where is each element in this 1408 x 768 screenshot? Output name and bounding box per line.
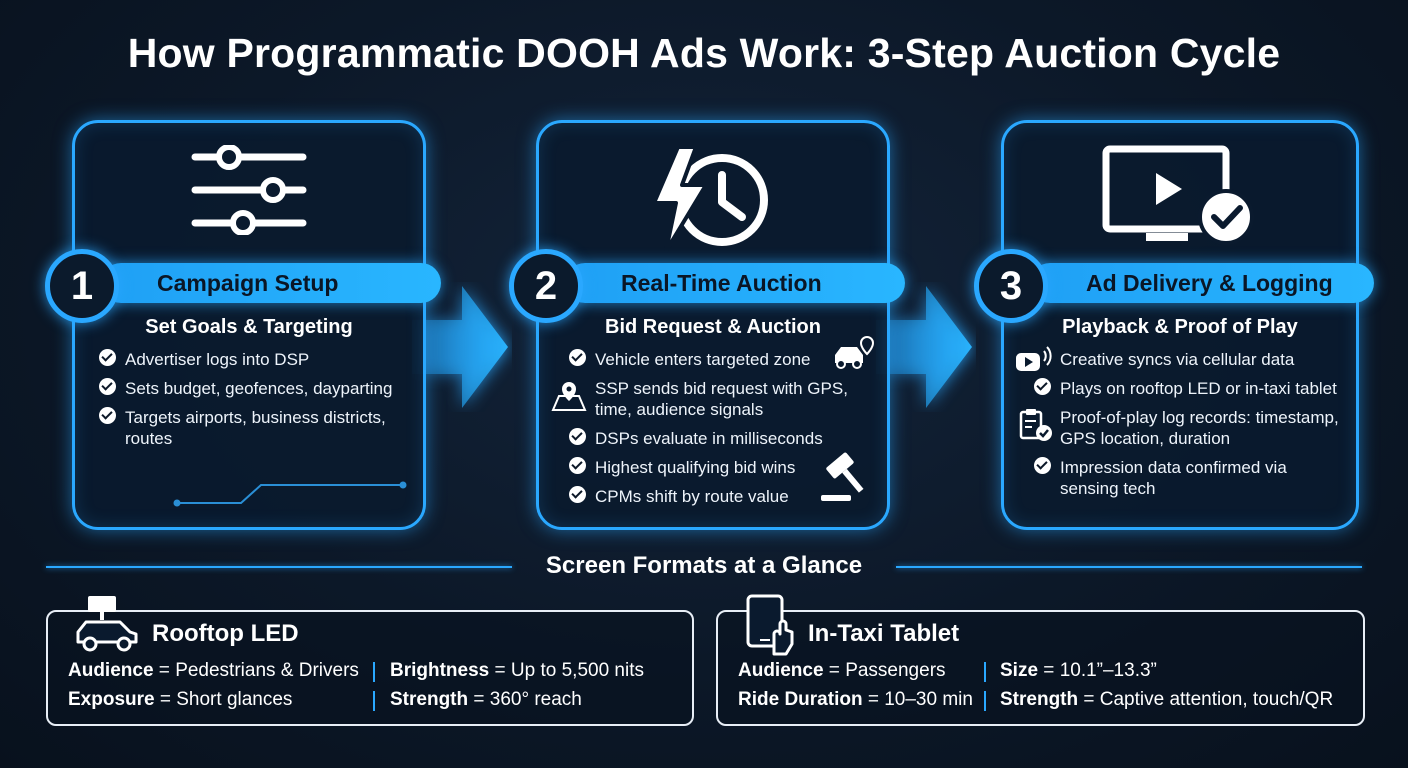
format-spec: Size = 10.1”–13.3” bbox=[1000, 660, 1157, 681]
list-item: Sets budget, geofences, dayparting bbox=[75, 378, 423, 399]
step-number-badge: 1 bbox=[45, 249, 119, 323]
step-name: Ad Delivery & Logging bbox=[1086, 270, 1333, 296]
format-card-rooftop-led: Rooftop LED Audience = Pedestrians & Dri… bbox=[46, 596, 694, 726]
check-icon bbox=[99, 407, 116, 424]
step-number-badge: 3 bbox=[974, 249, 1048, 323]
spec-separator bbox=[984, 662, 986, 682]
list-item: Impression data confirmed via sensing te… bbox=[1004, 457, 1356, 499]
lightning-clock-icon bbox=[652, 145, 768, 253]
page-title: How Programmatic DOOH Ads Work: 3-Step A… bbox=[127, 30, 1281, 76]
step-card-real-time-auction: Real-Time Auction 2 Bid Request & Auctio… bbox=[509, 120, 905, 530]
step-subtitle: Playback & Proof of Play bbox=[1062, 316, 1298, 338]
spec-separator bbox=[984, 691, 986, 711]
format-spec: Audience = Passengers bbox=[738, 660, 946, 681]
spec-separator bbox=[373, 662, 375, 682]
tablet-hand-icon bbox=[746, 594, 794, 656]
list-item: Creative syncs via cellular data bbox=[1004, 346, 1356, 371]
format-spec: Exposure = Short glances bbox=[68, 689, 293, 710]
step-banner: Ad Delivery & Logging bbox=[1030, 263, 1374, 303]
list-item: Advertiser logs into DSP bbox=[75, 349, 423, 370]
section-divider-left bbox=[46, 566, 512, 568]
check-icon bbox=[1034, 457, 1051, 474]
list-item: DSPs evaluate in milliseconds bbox=[539, 428, 887, 449]
step-name: Campaign Setup bbox=[157, 270, 339, 296]
format-spec: Brightness = Up to 5,500 nits bbox=[390, 660, 644, 681]
format-title: Rooftop LED bbox=[152, 620, 299, 647]
check-icon bbox=[1034, 378, 1051, 395]
step-banner: Real-Time Auction bbox=[565, 263, 905, 303]
step-items-list: Advertiser logs into DSP Sets budget, ge… bbox=[75, 349, 423, 457]
format-spec: Strength = 360° reach bbox=[390, 689, 582, 710]
format-title: In-Taxi Tablet bbox=[808, 620, 960, 647]
monitor-check-icon bbox=[1102, 145, 1254, 245]
list-item: Vehicle enters targeted zone bbox=[539, 335, 887, 370]
check-icon bbox=[569, 349, 586, 366]
check-icon bbox=[99, 349, 116, 366]
car-location-icon bbox=[835, 335, 875, 369]
arrow-right-icon bbox=[412, 286, 508, 408]
check-icon bbox=[569, 486, 586, 503]
step-items-list: Creative syncs via cellular data Plays o… bbox=[1004, 346, 1356, 507]
step-number-badge: 2 bbox=[509, 249, 583, 323]
step-banner: Campaign Setup bbox=[101, 263, 441, 303]
step-name: Real-Time Auction bbox=[621, 270, 822, 296]
step-card-campaign-setup: Campaign Setup 1 Set Goals & Targeting A… bbox=[45, 120, 441, 530]
list-item: CPMs shift by route value bbox=[539, 486, 887, 507]
step-card-ad-delivery: Ad Delivery & Logging 3 Playback & Proof… bbox=[974, 120, 1374, 530]
step-items-list: Vehicle enters targeted zone SSP sends b… bbox=[539, 335, 887, 515]
gavel-icon bbox=[821, 452, 864, 501]
list-item: SSP sends bid request with GPS, time, au… bbox=[539, 378, 887, 420]
car-rooftop-icon bbox=[76, 596, 138, 652]
list-item: Plays on rooftop LED or in-taxi tablet bbox=[1004, 378, 1356, 399]
sliders-icon bbox=[191, 145, 307, 235]
check-icon bbox=[99, 378, 116, 395]
step-subtitle: Bid Request & Auction bbox=[605, 316, 821, 338]
spec-separator bbox=[373, 691, 375, 711]
clipboard-check-icon bbox=[1019, 409, 1052, 441]
format-spec: Strength = Captive attention, touch/QR bbox=[1000, 689, 1334, 710]
section-title: Screen Formats at a Glance bbox=[545, 552, 863, 579]
arrow-right-icon bbox=[876, 286, 972, 408]
format-spec: Audience = Pedestrians & Drivers bbox=[68, 660, 359, 681]
list-item: Targets airports, business districts, ro… bbox=[75, 407, 423, 449]
list-item: Highest qualifying bid wins bbox=[539, 457, 887, 478]
format-card-in-taxi-tablet: In-Taxi Tablet Audience = Passengers Siz… bbox=[716, 594, 1365, 726]
decorative-circuit-line bbox=[173, 481, 407, 507]
format-spec: Ride Duration = 10–30 min bbox=[738, 689, 973, 710]
list-item: Proof-of-play log records: timestamp, GP… bbox=[1004, 407, 1356, 449]
play-signal-icon bbox=[1016, 346, 1052, 371]
map-pin-icon bbox=[551, 382, 587, 411]
check-icon bbox=[569, 457, 586, 474]
section-divider-right bbox=[896, 566, 1362, 568]
step-subtitle: Set Goals & Targeting bbox=[145, 316, 353, 338]
check-icon bbox=[569, 428, 586, 445]
